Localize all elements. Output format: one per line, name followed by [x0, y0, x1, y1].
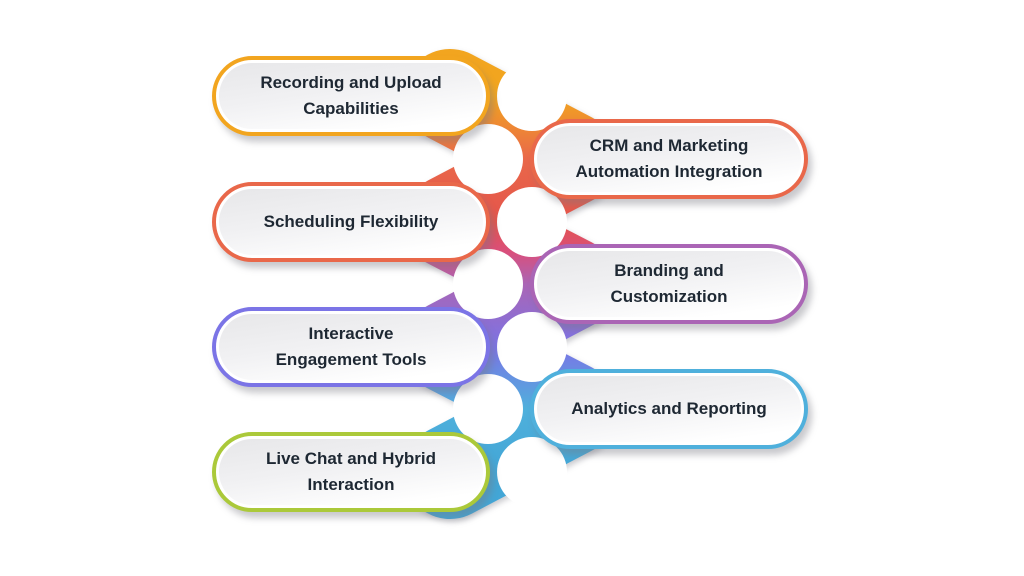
feature-pill-analytics: Analytics and Reporting: [530, 369, 808, 449]
gap-cutout: [497, 312, 567, 382]
feature-label-line1: Branding and: [614, 261, 724, 280]
gap-cutout: [497, 61, 567, 131]
gap-cutout: [497, 187, 567, 257]
feature-label-line1: Live Chat and Hybrid: [265, 449, 437, 468]
feature-pill-recording-upload: Recording and Upload Capabilities: [212, 56, 490, 136]
feature-pill-body: Live Chat and Hybrid Interaction: [219, 439, 483, 505]
feature-pill-scheduling: Scheduling Flexibility: [212, 182, 490, 262]
gap-cutout: [497, 437, 567, 507]
spine-gap-cutouts: [453, 61, 567, 507]
feature-label-line2: Automation Integration: [575, 162, 763, 181]
feature-label-line1: Analytics and Reporting: [571, 399, 767, 418]
feature-label-line2: Capabilities: [303, 99, 399, 118]
gap-cutout: [453, 124, 523, 194]
feature-label-line2: Engagement Tools: [275, 350, 427, 369]
feature-label-line1: Recording and Upload: [260, 73, 442, 92]
feature-pill-body: CRM and Marketing Automation Integration: [537, 126, 801, 192]
feature-label-line2: Customization: [610, 287, 728, 306]
feature-pill-body: Scheduling Flexibility: [219, 189, 483, 255]
feature-pill-interactive-tools: Interactive Engagement Tools: [212, 307, 490, 387]
feature-pill-body: Interactive Engagement Tools: [219, 314, 483, 380]
feature-pill-crm-integration: CRM and Marketing Automation Integration: [530, 119, 808, 199]
feature-pill-branding: Branding and Customization: [530, 244, 808, 324]
feature-pill-body: Analytics and Reporting: [537, 376, 801, 442]
feature-label-line1: Scheduling Flexibility: [263, 212, 439, 231]
feature-pill-body: Branding and Customization: [537, 251, 801, 317]
feature-pill-body: Recording and Upload Capabilities: [219, 63, 483, 129]
gap-cutout: [453, 249, 523, 319]
gap-cutout: [453, 374, 523, 444]
feature-pill-live-chat: Live Chat and Hybrid Interaction: [212, 432, 490, 512]
feature-label-line1: Interactive: [308, 324, 394, 343]
feature-label-line2: Interaction: [307, 475, 395, 494]
feature-label-line1: CRM and Marketing: [589, 136, 749, 155]
